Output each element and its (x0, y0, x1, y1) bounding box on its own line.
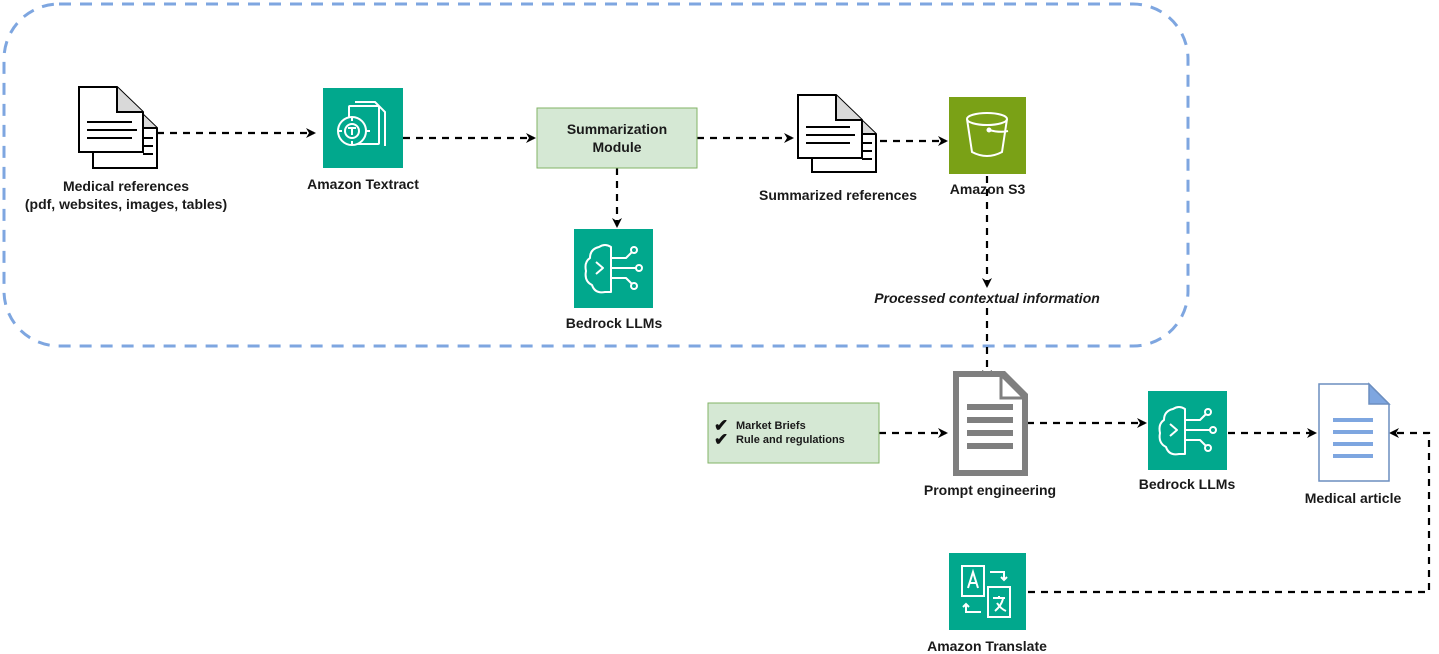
medical-references-subtitle: (pdf, websites, images, tables) (24, 196, 228, 212)
summarization-module-line1: Summarization (566, 121, 668, 137)
translate-icon (949, 553, 1026, 630)
bedrock-brain-icon (1148, 391, 1227, 470)
prompt-engineering-label: Prompt engineering (923, 482, 1057, 498)
prompt-document-icon (953, 371, 1028, 476)
bedrock-llms-top-label: Bedrock LLMs (565, 315, 663, 331)
rules-regulations-text: Rule and regulations (736, 434, 845, 446)
connectors (157, 128, 1431, 594)
rules-regulations-item: ✔ Rule and regulations (714, 430, 845, 449)
textract-icon (323, 88, 403, 168)
summarized-references-label: Summarized references (759, 187, 917, 203)
amazon-textract-label: Amazon Textract (307, 176, 419, 192)
document-stack-icon (78, 86, 158, 169)
summarization-module-label: Summarization Module (537, 108, 697, 168)
medical-article-label: Medical article (1304, 490, 1402, 506)
processed-context-label: Processed contextual information (874, 290, 1100, 306)
market-briefs-item: ✔ Market Briefs (714, 416, 845, 435)
amazon-translate-label: Amazon Translate (927, 638, 1047, 654)
bedrock-llms-bottom-label: Bedrock LLMs (1138, 476, 1236, 492)
medical-references-title: Medical references (62, 178, 190, 194)
checkmark-icon: ✔ (714, 430, 729, 449)
connector-translate-to-article (1028, 428, 1431, 594)
processing-group-boundary (2, 2, 1190, 348)
medical-references-label: Medical references (pdf, websites, image… (8, 177, 244, 213)
bedrock-brain-icon (574, 229, 653, 308)
market-briefs-list: ✔ Market Briefs ✔ Rule and regulations (714, 416, 845, 449)
summarization-module-line2: Module (592, 139, 642, 155)
summarized-document-stack-icon (797, 94, 877, 173)
market-briefs-text: Market Briefs (736, 420, 806, 432)
checkmark-icon: ✔ (714, 416, 729, 435)
summarization-module-box (536, 107, 698, 169)
amazon-s3-label: Amazon S3 (949, 181, 1026, 197)
s3-bucket-icon (949, 97, 1026, 174)
article-document-icon (1318, 382, 1391, 482)
market-briefs-box (707, 402, 880, 464)
